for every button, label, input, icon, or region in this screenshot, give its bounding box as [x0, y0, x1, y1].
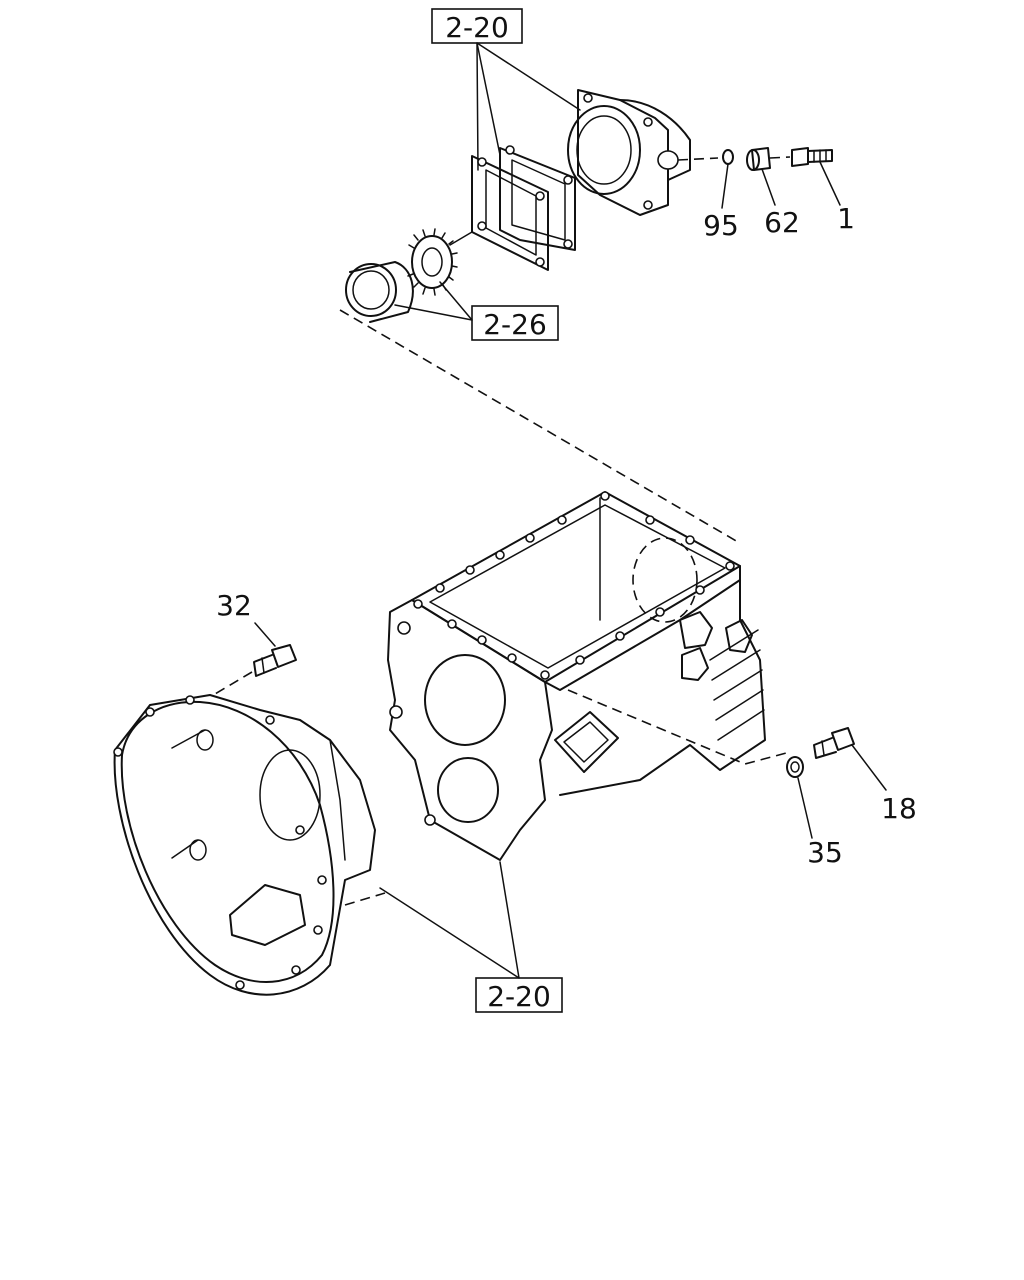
gasket-front: [449, 155, 549, 271]
bushing-62: [746, 147, 776, 206]
reference-label-mid: 2-26: [483, 308, 547, 341]
gasket-back: [499, 145, 576, 251]
bolt-18: [813, 727, 887, 791]
axis-line-cover: [677, 157, 719, 161]
bell-housing: [113, 694, 376, 996]
washer-35: [786, 756, 813, 839]
reference-box-bottom[interactable]: 2-20: [475, 977, 563, 1013]
part-label-95: 95: [703, 209, 739, 242]
part-label-1: 1: [837, 202, 855, 235]
retainer-cover: [567, 89, 691, 216]
part-label-62: 62: [764, 206, 800, 239]
bolt-1: [791, 147, 841, 206]
assembly-axis-bottom: [344, 892, 386, 906]
reference-label-bottom: 2-20: [487, 980, 551, 1013]
bolt-32: [214, 622, 297, 695]
transmission-case: [387, 491, 766, 861]
assembly-axis-top: [339, 309, 739, 543]
part-label-18: 18: [881, 792, 917, 825]
leader-lines-bottom: [379, 861, 520, 979]
part-label-32: 32: [216, 589, 252, 622]
leader-lines-mid: [394, 281, 473, 321]
reference-box-mid[interactable]: 2-26: [471, 305, 559, 341]
o-ring-95: [721, 149, 734, 209]
part-label-35: 35: [807, 836, 843, 869]
axis-line-bolt: [769, 156, 791, 159]
reference-label-top: 2-20: [445, 11, 509, 44]
sprocket-gear: [407, 228, 458, 296]
bearing-race: [345, 261, 414, 323]
leader-lines-top: [476, 42, 581, 171]
reference-box-top[interactable]: 2-20: [431, 8, 523, 44]
